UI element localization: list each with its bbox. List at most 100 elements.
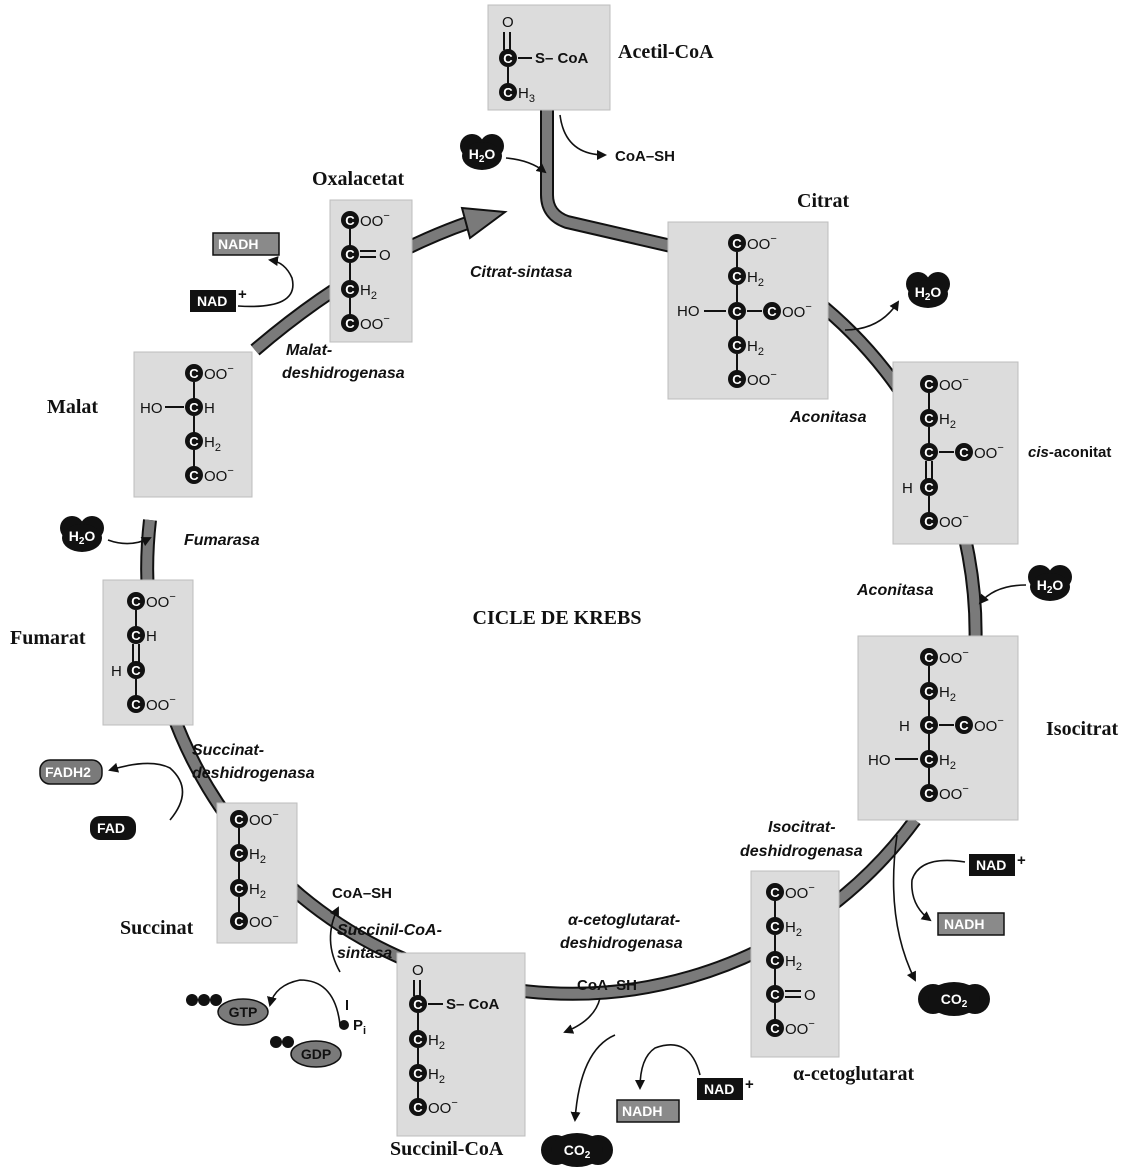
svg-text:C: C — [234, 914, 244, 929]
fad-fadh2: FADH2 FAD — [39, 759, 184, 840]
svg-text:FAD: FAD — [97, 820, 125, 836]
svg-text:H2: H2 — [747, 269, 764, 289]
svg-text:C: C — [413, 997, 423, 1012]
svg-text:NAD: NAD — [976, 857, 1006, 873]
coa-sh-label-1: CoA–SH — [615, 148, 675, 165]
nad-nadh-malat: NADH NAD + — [190, 232, 294, 312]
coa-sh-label-2: CoA–SH — [577, 977, 637, 994]
svg-text:H: H — [902, 480, 913, 497]
coa-sh-label-3: CoA–SH — [332, 885, 392, 902]
svg-text:C: C — [732, 338, 742, 353]
h2o-molecule-2: H2O — [844, 272, 950, 331]
svg-text:C: C — [770, 885, 780, 900]
label-succinil-coa: Succinil-CoA — [390, 1138, 504, 1160]
co2-isocitrat: CO2 — [892, 834, 990, 1016]
svg-text:OO−: OO− — [249, 809, 279, 829]
svg-text:OO−: OO− — [785, 882, 815, 902]
enzyme-malat-dh-line1: Malat- — [286, 342, 332, 359]
svg-text:C: C — [503, 85, 513, 100]
label-citrat: Citrat — [797, 190, 850, 212]
svg-text:+: + — [1017, 852, 1026, 869]
svg-text:H2: H2 — [785, 953, 802, 973]
svg-text:O: O — [804, 987, 816, 1004]
svg-text:C: C — [767, 304, 777, 319]
svg-text:+: + — [238, 286, 247, 303]
oxalacetat-structure: C OO− C O C H2 C OO− — [329, 199, 413, 343]
svg-text:C: C — [413, 1100, 423, 1115]
svg-text:H2: H2 — [785, 919, 802, 939]
svg-text:H: H — [146, 628, 157, 645]
svg-text:OO−: OO− — [146, 591, 176, 611]
svg-text:OO−: OO− — [146, 694, 176, 714]
svg-text:C: C — [345, 247, 355, 262]
svg-text:H2O: H2O — [915, 284, 942, 303]
nad-nadh-acg: NAD + NADH — [616, 1044, 754, 1123]
enzyme-citrat-sintasa: Citrat-sintasa — [470, 264, 572, 281]
svg-text:H3: H3 — [518, 85, 535, 105]
svg-text:H2O: H2O — [69, 528, 96, 547]
svg-text:OO−: OO− — [204, 465, 234, 485]
svg-text:HO: HO — [868, 752, 891, 769]
svg-text:C: C — [189, 366, 199, 381]
acetil-coa-structure: O C S– CoA C H3 — [487, 4, 611, 111]
svg-text:O: O — [379, 247, 391, 264]
svg-text:C: C — [189, 400, 199, 415]
h2o-molecule-3: H2O — [978, 565, 1072, 605]
enzyme-succinil-sintasa-line2: sintasa — [337, 945, 392, 962]
svg-text:OO−: OO− — [939, 647, 969, 667]
svg-text:C: C — [924, 411, 934, 426]
svg-text:H2: H2 — [747, 338, 764, 358]
co2-acg: CO2 — [541, 1034, 616, 1167]
svg-text:GDP: GDP — [301, 1046, 331, 1062]
h2o-molecule-4: H2O — [60, 516, 152, 552]
enzyme-acg-dh-line2: deshidrogenasa — [560, 935, 683, 952]
svg-text:C: C — [131, 663, 141, 678]
svg-text:C: C — [924, 752, 934, 767]
svg-text:C: C — [345, 213, 355, 228]
label-malat: Malat — [47, 396, 98, 418]
svg-text:OO−: OO− — [249, 911, 279, 931]
svg-text:C: C — [131, 628, 141, 643]
svg-text:Pi: Pi — [353, 1017, 366, 1037]
enzyme-succinil-sintasa-line1: Succinil-CoA- — [337, 922, 442, 939]
label-cis-aconitat: cis-aconitat — [1028, 444, 1111, 461]
svg-text:OO−: OO− — [747, 233, 777, 253]
svg-text:OO−: OO− — [939, 783, 969, 803]
svg-text:OO−: OO− — [974, 442, 1004, 462]
svg-text:H: H — [899, 718, 910, 735]
svg-text:NAD: NAD — [704, 1081, 734, 1097]
svg-text:HO: HO — [140, 400, 163, 417]
svg-text:C: C — [131, 594, 141, 609]
svg-text:CO2: CO2 — [941, 991, 968, 1010]
label-alfa-cetoglutarat: α-cetoglutarat — [793, 1063, 914, 1085]
svg-text:C: C — [770, 953, 780, 968]
citrat-structure: C OO− C H2 HO C C OO− C H2 C OO− — [667, 221, 829, 400]
svg-text:H2: H2 — [939, 411, 956, 431]
label-succinat: Succinat — [120, 917, 194, 939]
alfa-cetoglutarat-structure: C OO− C H2 C H2 C O C OO− — [750, 870, 840, 1058]
svg-text:NAD: NAD — [197, 293, 227, 309]
svg-text:H2O: H2O — [1037, 577, 1064, 596]
svg-text:C: C — [770, 1021, 780, 1036]
malat-structure: C OO− HO C H C H2 C OO− — [133, 351, 253, 498]
svg-text:GTP: GTP — [229, 1004, 258, 1020]
diagram-title: CICLE DE KREBS — [473, 607, 642, 629]
svg-text:S– CoA: S– CoA — [535, 50, 589, 67]
svg-text:OO−: OO− — [974, 715, 1004, 735]
svg-text:C: C — [413, 1032, 423, 1047]
svg-text:C: C — [924, 684, 934, 699]
svg-text:OO−: OO− — [782, 301, 812, 321]
svg-text:OO−: OO− — [939, 374, 969, 394]
svg-text:C: C — [924, 445, 934, 460]
svg-text:C: C — [131, 697, 141, 712]
svg-text:C: C — [770, 987, 780, 1002]
svg-text:OO−: OO− — [204, 363, 234, 383]
svg-text:C: C — [189, 468, 199, 483]
svg-text:C: C — [413, 1066, 423, 1081]
svg-text:+: + — [745, 1076, 754, 1093]
svg-text:OO−: OO− — [939, 511, 969, 531]
succinil-coa-structure: O C S– CoA C H2 C H2 C OO− — [396, 952, 526, 1137]
label-fumarat: Fumarat — [10, 627, 86, 649]
svg-text:H2: H2 — [939, 684, 956, 704]
